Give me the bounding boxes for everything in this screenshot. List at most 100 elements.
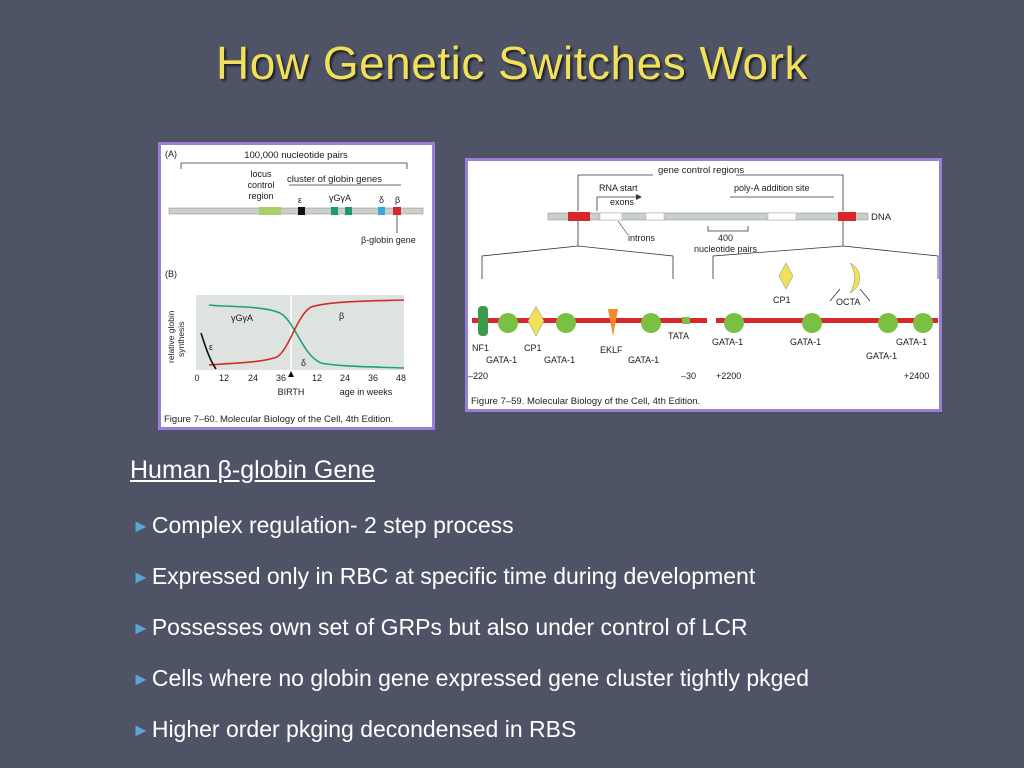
tata-box (682, 317, 690, 324)
promoter-control-region (568, 212, 590, 221)
xtick: 48 (396, 373, 406, 383)
cp1-protein-icon (527, 305, 545, 337)
scale-label: nucleotide pairs (694, 244, 758, 254)
agamma-gene-block (345, 207, 352, 215)
bullet-text: Expressed only in RBC at specific time d… (151, 563, 756, 589)
gene-gamma-label: γGγA (329, 193, 351, 203)
curve-epsilon-label: ε (209, 342, 213, 352)
ylabel-1: relative globin (166, 310, 176, 363)
bullet-arrow-icon: ► (132, 567, 150, 587)
eklf-protein-icon (608, 309, 618, 336)
slide-title: How Genetic Switches Work (216, 37, 808, 89)
bullet-arrow-icon: ► (132, 618, 150, 638)
beta-globin-gene-label: β-globin gene (361, 235, 416, 245)
bullet-item: ►Complex regulation- 2 step process (132, 510, 809, 561)
curve-gamma-label: γGγA (231, 313, 253, 323)
curve-delta-label: δ (301, 358, 306, 368)
bullet-list: ►Complex regulation- 2 step process ►Exp… (132, 510, 809, 765)
bullet-item: ►Cells where no globin gene expressed ge… (132, 663, 809, 714)
epsilon-gene-block (298, 207, 305, 215)
position-minus-220: –220 (468, 371, 488, 381)
enhancer-dna-strand (716, 318, 938, 323)
octa-protein-icon (849, 262, 860, 294)
introns-label: introns (628, 233, 656, 243)
bullet-arrow-icon: ► (132, 720, 150, 740)
xtick: 0 (194, 373, 199, 383)
dna-bar (547, 212, 869, 221)
bullet-item: ►Possesses own set of GRPs but also unde… (132, 612, 809, 663)
nf1-label: NF1 (472, 343, 489, 353)
bullet-item: ►Higher order pkging decondensed in RBS (132, 714, 809, 765)
birth-label: BIRTH (278, 387, 305, 397)
age-label: age in weeks (340, 387, 393, 397)
enhancer-control-region (838, 212, 856, 221)
figure-b-caption: Figure 7–59. Molecular Biology of the Ce… (471, 396, 701, 407)
beta-curve (208, 299, 405, 366)
gata-label: GATA-1 (896, 337, 927, 347)
promoter-dna-strand (472, 318, 707, 323)
gata-protein-icon (498, 313, 518, 333)
gata-label: GATA-1 (790, 337, 821, 347)
bullet-arrow-icon: ► (132, 516, 150, 536)
bullet-text: Possesses own set of GRPs but also under… (151, 614, 748, 640)
xtick: 12 (312, 373, 322, 383)
lcr-label-2: control (247, 180, 274, 190)
rna-start-label: RNA start (599, 183, 638, 193)
bullet-text: Complex regulation- 2 step process (151, 512, 514, 538)
delta-gene-block (378, 207, 385, 215)
dna-label: DNA (871, 212, 892, 223)
gata-label: GATA-1 (628, 355, 659, 365)
cp1-label: CP1 (524, 343, 542, 353)
bullet-arrow-icon: ► (132, 669, 150, 689)
epsilon-curve (200, 332, 217, 370)
position-plus-2400: +2400 (904, 371, 929, 381)
polya-label: poly-A addition site (734, 183, 810, 193)
nf1-protein-icon (478, 306, 488, 336)
postnatal-period-area (291, 295, 404, 370)
gata-label: GATA-1 (866, 351, 897, 361)
panel-a-label: (A) (165, 149, 177, 159)
xtick: 36 (276, 373, 286, 383)
gata-protein-icon (724, 313, 744, 333)
control-regions-label: gene control regions (658, 165, 744, 176)
position-plus-2200: +2200 (716, 371, 741, 381)
tata-label: TATA (668, 331, 689, 341)
cluster-label: cluster of globin genes (287, 174, 382, 185)
figure-7-60: (A) 100,000 nucleotide pairs locus contr… (158, 142, 435, 430)
birth-arrow-icon (288, 371, 294, 377)
lcr-label-1: locus (250, 169, 272, 179)
lcr-block (259, 207, 281, 215)
bullet-item: ►Expressed only in RBC at specific time … (132, 561, 809, 612)
gata-label: GATA-1 (486, 355, 517, 365)
gamma-curve (208, 304, 405, 369)
exons-label: exons (610, 197, 635, 207)
scale-400: 400 (718, 233, 733, 243)
gene-beta-label: β (395, 195, 400, 205)
bullet-text: Cells where no globin gene expressed gen… (151, 665, 810, 691)
gata-protein-icon (802, 313, 822, 333)
gene-epsilon-label: ε (298, 195, 302, 205)
gata-label: GATA-1 (712, 337, 743, 347)
gata-protein-icon (556, 313, 576, 333)
eklf-label: EKLF (600, 345, 623, 355)
section-heading: Human β-globin Gene (130, 456, 376, 484)
octa-label: OCTA (836, 297, 860, 307)
xtick: 36 (368, 373, 378, 383)
beta-gene-block (393, 207, 401, 215)
bullet-text: Higher order pkging decondensed in RBS (151, 716, 577, 742)
gene-delta-label: δ (379, 195, 384, 205)
figure-7-59: gene control regions RNA start poly-A ad… (465, 158, 942, 412)
xtick: 12 (219, 373, 229, 383)
span-label: 100,000 nucleotide pairs (244, 150, 348, 161)
cp1-free-label: CP1 (773, 295, 791, 305)
gata-protein-icon (913, 313, 933, 333)
chromosome-bar (168, 207, 424, 215)
gata-protein-icon (878, 313, 898, 333)
position-minus-30: –30 (681, 371, 696, 381)
xtick: 24 (340, 373, 350, 383)
gata-label: GATA-1 (544, 355, 575, 365)
curve-beta-label: β (339, 311, 344, 321)
gata-protein-icon (641, 313, 661, 333)
xtick: 24 (248, 373, 258, 383)
ylabel-2: synthesis (176, 322, 186, 357)
